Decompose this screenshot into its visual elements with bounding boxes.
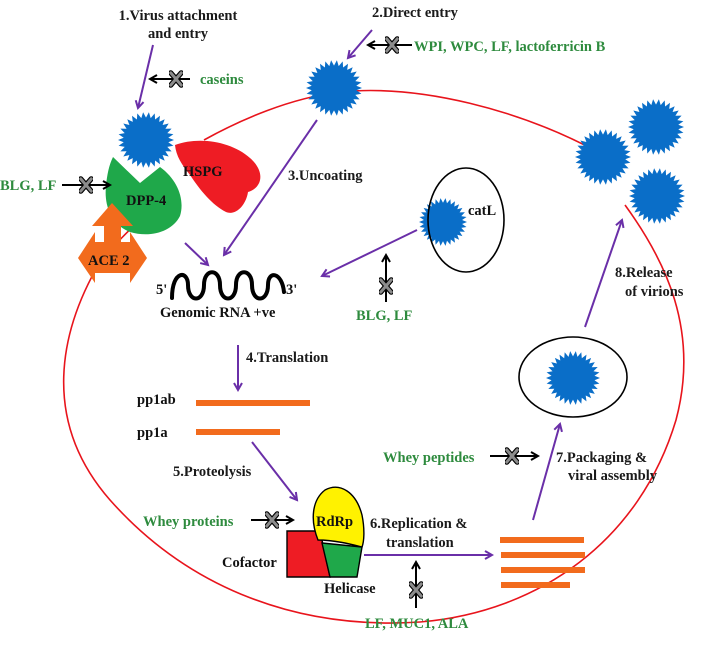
virion-released-3 bbox=[629, 168, 685, 224]
catl-label: catL bbox=[468, 203, 497, 219]
step7-label: 7.Packaging & bbox=[556, 450, 647, 466]
step5-arrow bbox=[251, 441, 297, 500]
step1-arrow bbox=[138, 44, 154, 108]
virion-released-2 bbox=[628, 99, 684, 155]
hspg-receptor bbox=[175, 140, 261, 213]
virion-assembled bbox=[546, 351, 600, 405]
inhibitor-catl: BLG, LF bbox=[356, 308, 413, 324]
step4-label: 4.Translation bbox=[246, 350, 328, 366]
rna-5prime-label: 5' bbox=[156, 282, 167, 298]
hspg-label: HSPG bbox=[183, 164, 222, 180]
step2-label: 2.Direct entry bbox=[372, 5, 459, 21]
inhibitor-dpp4: BLG, LF bbox=[0, 178, 57, 194]
virion-in-endosome bbox=[419, 198, 467, 246]
cell-membrane-top bbox=[203, 89, 599, 153]
ace2-receptor bbox=[78, 203, 147, 283]
helicase-label: Helicase bbox=[324, 581, 376, 597]
step3-label: 3.Uncoating bbox=[288, 168, 363, 184]
ace2-label: ACE 2 bbox=[88, 253, 130, 269]
step7-label-2: viral assembly bbox=[568, 468, 658, 484]
step6-label: 6.Replication & bbox=[370, 516, 467, 532]
pp1ab-label: pp1ab bbox=[137, 392, 176, 408]
inhibitor-direct-entry: WPI, WPC, LF, lactoferricin B bbox=[414, 39, 606, 55]
step8-label-2: of virions bbox=[625, 284, 684, 300]
dpp4-label: DPP-4 bbox=[126, 193, 166, 209]
step8-label: 8.Release bbox=[615, 265, 673, 281]
step5-label: 5.Proteolysis bbox=[173, 464, 252, 480]
pp1a-label: pp1a bbox=[137, 425, 168, 441]
rna-3prime-label: 3' bbox=[286, 282, 297, 298]
inhibitor-caseins: caseins bbox=[200, 72, 244, 88]
step1-label-2: and entry bbox=[148, 26, 209, 42]
rdrp-label: RdRp bbox=[316, 514, 353, 530]
endosomal-release-arrow bbox=[322, 229, 418, 276]
step6-label-2: translation bbox=[386, 535, 454, 551]
rdrp-protein bbox=[312, 486, 365, 548]
cofactor-label: Cofactor bbox=[222, 555, 277, 571]
inhibitor-proteolysis: Whey proteins bbox=[143, 514, 234, 530]
step2-arrow bbox=[348, 29, 373, 58]
step3-arrow bbox=[224, 119, 318, 255]
cell-membrane bbox=[62, 204, 685, 624]
inhibitor-replication: LF, MUC1, ALA bbox=[365, 616, 469, 632]
inhibitor-packaging: Whey peptides bbox=[383, 450, 475, 466]
step7-arrow bbox=[532, 424, 560, 521]
genomic-rna-strand bbox=[170, 270, 286, 301]
endosome-catl bbox=[427, 167, 505, 273]
virion-released-1 bbox=[575, 129, 631, 185]
dpp4-receptor bbox=[105, 157, 182, 235]
rna-label: Genomic RNA +ve bbox=[160, 305, 276, 321]
virions-group bbox=[118, 60, 685, 405]
helicase-protein bbox=[321, 542, 363, 578]
virion-direct-entry bbox=[306, 60, 362, 116]
attachment-to-rna-arrow bbox=[184, 242, 208, 265]
assembly-vesicle bbox=[518, 336, 628, 418]
virion-attaching bbox=[118, 112, 174, 168]
step1-label: 1.Virus attachment bbox=[119, 8, 238, 24]
step8-arrow bbox=[584, 220, 622, 328]
